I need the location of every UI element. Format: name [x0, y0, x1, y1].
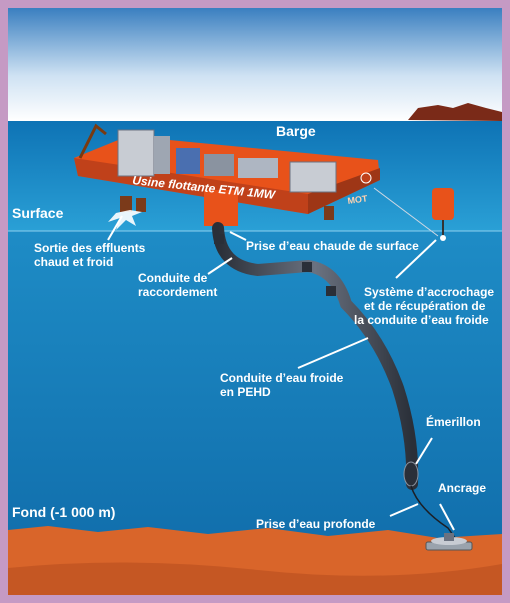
arrow-ancrage: [439, 503, 455, 531]
crane: [78, 123, 107, 159]
outlet-pipe-2: [136, 198, 146, 212]
conduite-froide-label-2: en PEHD: [220, 385, 271, 399]
surface-label: Surface: [12, 205, 64, 221]
deck-tank-2: [204, 154, 234, 176]
fond-label: Fond (-1 000 m): [12, 504, 115, 520]
anchor-post: [444, 533, 454, 541]
systeme-label-3: la conduite d’eau froide: [354, 313, 489, 327]
conduite-froide-label-1: Conduite d’eau froide: [220, 371, 344, 385]
conduite-racc-label-1: Conduite de: [138, 271, 208, 285]
buoy-hook: [440, 235, 446, 241]
sky: [8, 8, 502, 121]
pipe-joint-3: [326, 286, 336, 296]
deck-tank-1: [176, 148, 200, 174]
distant-island: [408, 103, 502, 121]
swivel: [403, 461, 419, 487]
anchor-line: [410, 485, 459, 543]
barge: Usine flottante ETM 1MW MOT: [74, 123, 380, 226]
pipe-joint-1: [214, 234, 224, 244]
otec-diagram: Usine flottante ETM 1MW MOT Barge Surfac…: [8, 8, 502, 595]
outlet-pipe-1: [120, 196, 132, 212]
arrow-sortie: [107, 215, 123, 241]
diagram-svg: Usine flottante ETM 1MW MOT Barge Surfac…: [8, 8, 502, 595]
barge-label: Barge: [276, 123, 316, 139]
mooring-ring: [360, 172, 372, 184]
warm-intake-pipe: [324, 206, 334, 220]
systeme-label-1: Système d’accrochage: [364, 285, 494, 299]
pipe-joint-2: [302, 262, 312, 272]
emerillon-label: Émerillon: [426, 414, 481, 429]
deck-structure-1: [117, 129, 155, 177]
buoy: [432, 188, 454, 241]
barge-keel: [204, 190, 238, 226]
seabed-shadow: [8, 562, 502, 595]
prise-chaude-label: Prise d’eau chaude de surface: [246, 239, 419, 253]
cold-water-pipe: [212, 222, 419, 490]
arrow-emerillon: [415, 437, 433, 465]
arrow-systeme: [395, 239, 437, 279]
arrow-conduite-froide: [297, 337, 369, 369]
conduite-racc-label-2: raccordement: [138, 285, 217, 299]
buoy-tether: [373, 187, 439, 237]
mot-logo: MOT: [347, 193, 369, 206]
sortie-label-2: chaud et froid: [34, 255, 113, 269]
deck-tank-3: [238, 158, 278, 178]
systeme-label-2: et de récupération de: [364, 299, 486, 313]
arrow-prise-profonde: [389, 503, 419, 517]
buoy-body: [432, 188, 454, 220]
ancrage-label: Ancrage: [438, 481, 486, 495]
deck-structure-3: [289, 161, 337, 193]
arrow-prise-chaude: [229, 231, 247, 241]
sortie-label-1: Sortie des effluents: [34, 241, 146, 255]
anchor: [425, 533, 473, 551]
arrow-conduite-racc: [207, 257, 233, 275]
prise-profonde-label: Prise d’eau profonde: [256, 517, 376, 531]
deck-structure-2: [154, 136, 170, 174]
effluent-splash: [108, 210, 142, 230]
